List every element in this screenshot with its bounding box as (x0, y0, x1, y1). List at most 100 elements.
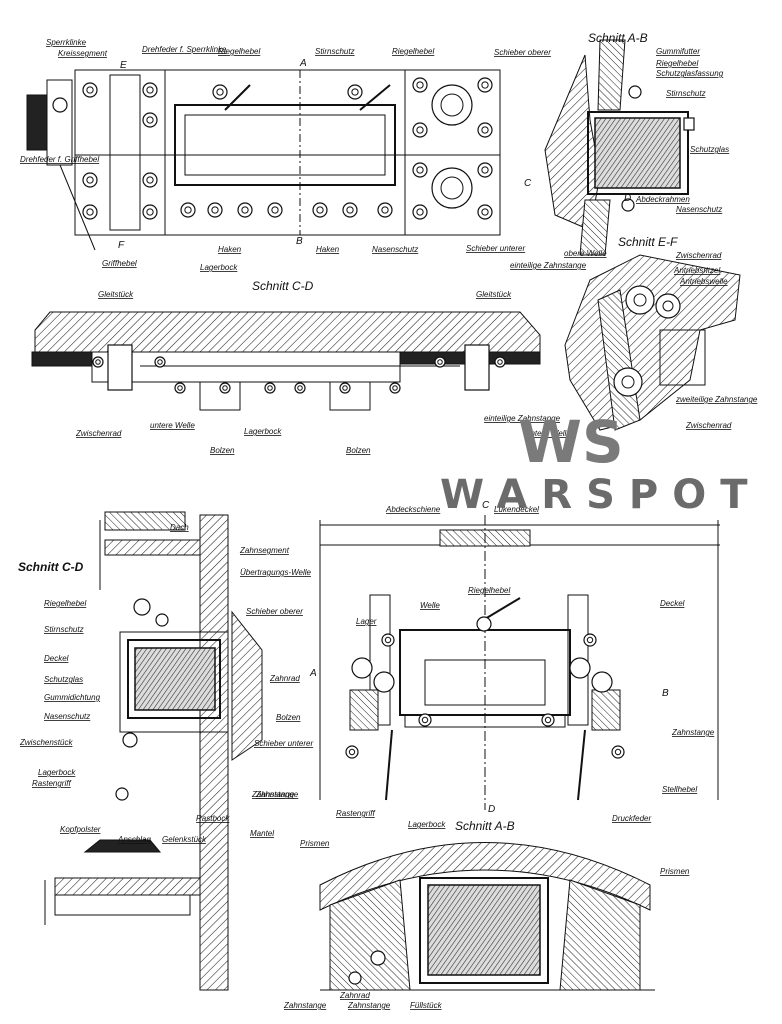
letter-b: B (296, 236, 303, 247)
bolt-head (477, 77, 493, 93)
letter-d-front: D (488, 804, 495, 815)
label-lagerbock-plan: Lagerbock (200, 263, 238, 272)
bolt-head-inner (184, 206, 192, 214)
title-schnitt-cd-top: Schnitt C-D (252, 279, 314, 293)
bolt-head-inner (316, 206, 324, 214)
label-dach: Dach (170, 523, 189, 532)
bolt-head-inner (416, 126, 424, 134)
bolt-head (264, 382, 276, 394)
bolt-head-inner (544, 716, 552, 724)
label-zahnstange-front-left: Zahnstange (255, 790, 299, 799)
label-lagerbock-cd-bottom: Lagerbock (38, 768, 76, 777)
label-drehfeder-griffhebel: Drehfeder f. Griffhebel (20, 155, 99, 164)
bolt-head-inner (86, 86, 94, 94)
label-gleitstueck-right: Gleitstück (476, 290, 512, 299)
label-zweiteilige-zahnstange: zweiteilige Zahnstange (675, 395, 758, 404)
bolt-head (82, 82, 98, 98)
bolt-head (219, 382, 231, 394)
label-bolzen-left: Bolzen (210, 446, 235, 455)
bolt-head-inner (271, 206, 279, 214)
bolt-head-inner (222, 385, 228, 391)
letter-d-ab: D (624, 193, 631, 204)
bolt-head (312, 202, 328, 218)
label-zahnrad-front: Zahnrad (269, 674, 300, 683)
label-riegelhebel-plan-left: Riegelhebel (218, 47, 260, 56)
bolt-head-inner (481, 166, 489, 174)
bolt-head-inner (211, 206, 219, 214)
title-schnitt-ab-top: Schnitt A-B (588, 31, 648, 45)
bolt-head (434, 356, 446, 368)
title-schnitt-cd-bottom: Schnitt C-D (18, 560, 84, 574)
schnitt-ab-top-drawing (544, 39, 695, 256)
bolt-head-inner (146, 176, 154, 184)
bolt-head (477, 162, 493, 178)
bolt-head (412, 77, 428, 93)
label-riegelhebel-front: Riegelhebel (468, 586, 510, 595)
top-plan-view (26, 69, 501, 251)
label-stirnschutz-cd: Stirnschutz (44, 625, 84, 634)
bolt-head-inner (267, 385, 273, 391)
label-zahnstange-ab-mid: Zahnstange (347, 1001, 391, 1010)
bolt-head-inner (421, 716, 429, 724)
bolt-head-inner (297, 385, 303, 391)
bolt-head (82, 204, 98, 220)
bolt-head (339, 382, 351, 394)
bolt-head (412, 122, 428, 138)
bolt-head (412, 162, 428, 178)
bolt-head-inner (348, 748, 356, 756)
letter-a-front: A (309, 668, 317, 679)
label-rastengriff-front: Rastengriff (336, 809, 375, 818)
bolt-head-inner (381, 206, 389, 214)
bolt-head-inner (157, 359, 163, 365)
bolt-head (389, 382, 401, 394)
bolt-head-inner (416, 166, 424, 174)
bolt-head (142, 204, 158, 220)
label-lukendeckel: Lukendeckel (494, 505, 539, 514)
bolt-head-inner (614, 748, 622, 756)
schnitt-ef-drawing (564, 254, 741, 431)
label-gummifutter: Gummifutter (656, 47, 700, 56)
bolt-head-inner (481, 81, 489, 89)
top-plan-bolts (82, 77, 493, 220)
bolt-head-inner (497, 359, 503, 365)
label-schieber-oberer-top: Schieber oberer (494, 48, 551, 57)
bolt-head (142, 82, 158, 98)
label-zahnstange-ab-left: Zahnstange (283, 1001, 327, 1010)
label-druckfeder: Druckfeder (612, 814, 651, 823)
label-nasenschutz-cd: Nasenschutz (44, 712, 90, 721)
label-stirnschutz-plan: Stirnschutz (315, 47, 355, 56)
letter-c-ab: C (524, 178, 532, 189)
label-nasenschutz-ab: Nasenschutz (676, 205, 722, 214)
label-zwischenrad-cd: Zwischenrad (75, 429, 122, 438)
label-zahnstange-front-right: Zahnstange (671, 728, 715, 737)
schnitt-cd-bottom-drawing (44, 511, 263, 991)
label-stellhebel: Stellhebel (662, 785, 697, 794)
label-stirnschutz-ab: Stirnschutz (666, 89, 706, 98)
bolt-head-inner (86, 176, 94, 184)
label-rastbock: Rastbock (196, 814, 230, 823)
bolt-head-inner (86, 208, 94, 216)
bolt-head-inner (351, 88, 359, 96)
bolt-head (207, 202, 223, 218)
label-antriebswelle: Antriebswelle (679, 277, 728, 286)
bolt-head (212, 84, 228, 100)
bolt-head-inner (146, 116, 154, 124)
bolt-head-inner (346, 206, 354, 214)
label-zahnsegment: Zahnsegment (239, 546, 290, 555)
label-riegelhebel-cd: Riegelhebel (44, 599, 86, 608)
title-schnitt-ef: Schnitt E-F (618, 235, 678, 249)
label-haken-right: Haken (316, 245, 340, 254)
label-deckel-cd: Deckel (44, 654, 69, 663)
bolt-head (583, 633, 597, 647)
schnitt-ab-bottom-drawing (319, 842, 655, 991)
bolt-head-inner (177, 385, 183, 391)
bolt-head-inner (481, 208, 489, 216)
label-bolzen-right: Bolzen (346, 446, 371, 455)
letter-c-front: C (482, 500, 490, 511)
letter-f: F (118, 240, 125, 251)
label-sperrklinke: Sperrklinke (46, 38, 87, 47)
bolt-head (611, 745, 625, 759)
label-schutzglas-ab: Schutzglas (690, 145, 729, 154)
bolt-head-inner (416, 81, 424, 89)
label-gleitstueck-left: Gleitstück (98, 290, 134, 299)
